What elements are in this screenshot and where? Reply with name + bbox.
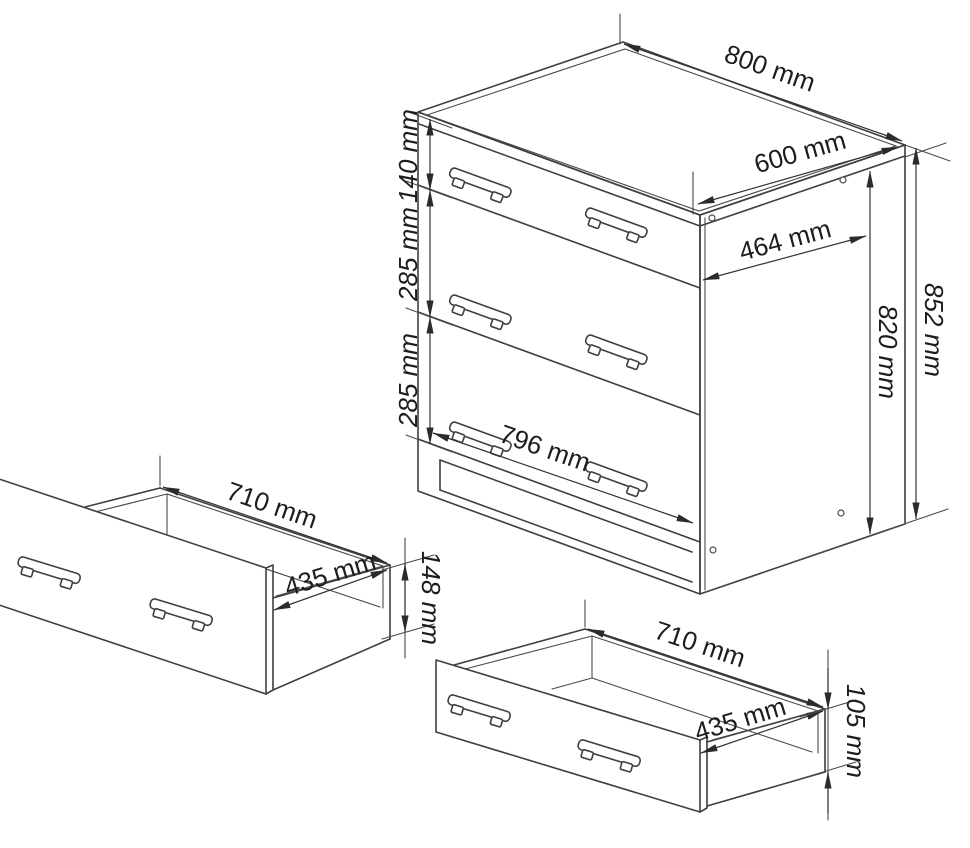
- drawer-handle-icon: [581, 206, 649, 246]
- dim-label-small-drawer-depth: 435 mm: [691, 691, 790, 747]
- cam-hole: [837, 509, 845, 517]
- cabinet-dimensions: 800 mm 600 mm 464 mm 852 mm 820 mm 140 m…: [393, 13, 951, 564]
- dim-label-cabinet-total-height: 852 mm: [919, 283, 949, 377]
- drawer-handle-icon: [581, 460, 649, 500]
- cabinet-drawing: [417, 41, 906, 595]
- cam-hole: [709, 546, 717, 554]
- dim-label-cabinet-carcass-height: 820 mm: [873, 305, 903, 399]
- top-board-front-edge: [418, 123, 701, 227]
- dim-label-small-drawer-width: 710 mm: [651, 615, 750, 673]
- small-drawer-drawing: 710 mm 435 mm 105 mm: [435, 599, 871, 821]
- cabinet-top-face-edge-band: [425, 48, 898, 212]
- dim-label-section-top: 140 mm: [393, 109, 423, 203]
- dim-label-cabinet-front-width: 796 mm: [496, 418, 595, 477]
- dim-label-large-drawer-height: 148 mm: [416, 551, 446, 645]
- drawer-handle-icon: [581, 333, 649, 373]
- small-drawer-front-panel: [435, 659, 701, 813]
- plinth: [439, 459, 693, 583]
- dim-label-section-middle: 285 mm: [393, 207, 423, 302]
- dim-label-large-drawer-depth: 435 mm: [281, 546, 380, 602]
- dim-label-section-bottom: 285 mm: [393, 333, 423, 428]
- cam-hole: [839, 176, 847, 184]
- drawer-divider-1: [417, 184, 701, 289]
- dim-label-cabinet-top-depth: 600 mm: [751, 125, 850, 180]
- drawer-divider-2: [417, 311, 701, 416]
- dim-label-small-drawer-height: 105 mm: [841, 684, 871, 778]
- cam-hole: [708, 214, 716, 222]
- dim-label-cabinet-side-depth: 464 mm: [736, 213, 834, 266]
- large-drawer-drawing: 710 mm 435 mm 148 mm: [0, 455, 446, 695]
